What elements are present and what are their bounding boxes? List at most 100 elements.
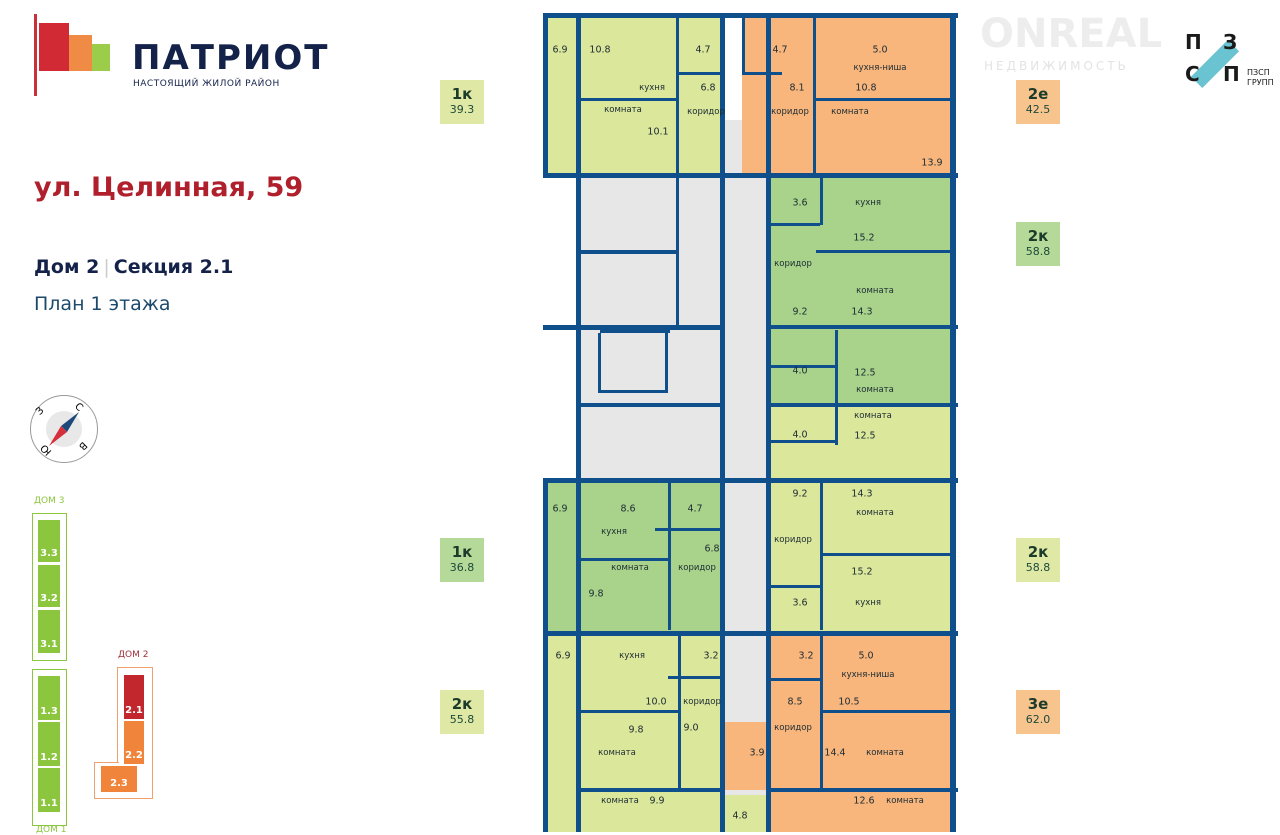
room-name: комната (866, 748, 904, 758)
wall (543, 633, 548, 832)
wall (770, 440, 835, 443)
apartment-type: 2к (1027, 543, 1049, 561)
room-area: 4.0 (792, 365, 808, 377)
wall (820, 175, 823, 225)
apartment-area: 62.0 (1025, 713, 1051, 726)
wall (742, 15, 745, 75)
room-area: 6.8 (704, 543, 720, 555)
room-area: 10.0 (645, 696, 667, 708)
apartment-type: 2к (451, 695, 473, 713)
compass-needle (49, 412, 79, 446)
room-name: кухня (855, 598, 881, 608)
section-2-3[interactable]: 2.3 (101, 766, 137, 792)
apartment-area: 42.5 (1025, 103, 1051, 116)
public-corridor[interactable] (722, 120, 768, 832)
wall (668, 676, 722, 679)
room-name: коридор (774, 259, 812, 269)
section-3-3[interactable]: 3.3 (38, 520, 60, 562)
apartment-area: 39.3 (449, 103, 475, 116)
wall (578, 788, 722, 792)
wall (598, 390, 668, 393)
section-1-2[interactable]: 1.2 (38, 722, 60, 766)
room-name: кухня-ниша (841, 670, 895, 680)
wall (665, 333, 668, 393)
apartment-area: 58.8 (1025, 245, 1051, 258)
room-area: 9.0 (683, 722, 699, 734)
wall (543, 173, 958, 178)
apartment-2e-42[interactable] (742, 15, 952, 175)
room-name: комната (886, 796, 924, 806)
apartment-2k-55[interactable] (545, 633, 722, 832)
room-area: 14.4 (824, 747, 846, 759)
wall (578, 403, 722, 407)
room-area: 13.9 (921, 157, 943, 169)
section-2-1[interactable]: 2.1 (124, 675, 144, 719)
apartment-type: 3е (1027, 695, 1049, 713)
room-area: 12.5 (854, 367, 876, 379)
room-name: комната (611, 563, 649, 573)
section-3-2[interactable]: 3.2 (38, 565, 60, 607)
room-area: 4.7 (695, 44, 711, 56)
house-section: Дом 2|Секция 2.1 (34, 256, 233, 278)
room-name: комната (856, 508, 894, 518)
room-area: 8.1 (789, 82, 805, 94)
wall (950, 13, 956, 832)
apartment-2k-58-lower[interactable] (768, 405, 952, 633)
wall (742, 72, 782, 75)
wall (720, 13, 725, 183)
room-area: 9.9 (649, 795, 665, 807)
section-3-1[interactable]: 3.1 (38, 610, 60, 653)
room-area: 12.6 (853, 795, 875, 807)
room-area: 5.0 (858, 650, 874, 662)
room-area: 6.9 (552, 503, 568, 515)
room-area: 3.2 (703, 650, 719, 662)
wall (816, 98, 952, 101)
apartment-1k-36[interactable] (545, 480, 722, 633)
room-area: 9.2 (792, 488, 808, 500)
section-1-1[interactable]: 1.1 (38, 768, 60, 812)
apartment-1k-39[interactable] (545, 15, 723, 175)
wall (580, 558, 670, 561)
developer-logo: П З С П ПЗСП ГРУПП (1185, 30, 1274, 89)
dom1-label: ДОМ 1 (36, 825, 67, 835)
room-area: 9.8 (588, 588, 604, 600)
room-name: коридор (687, 107, 725, 117)
apartment-3e-62[interactable] (768, 633, 952, 832)
section-1-3[interactable]: 1.3 (38, 676, 60, 720)
room-name: кухня (639, 83, 665, 93)
room-area: 9.8 (628, 724, 644, 736)
room-name: кухня (619, 651, 645, 661)
bathroom-2k-55[interactable] (722, 795, 768, 832)
wall (578, 250, 678, 254)
room-area: 6.9 (555, 650, 571, 662)
section-2-2[interactable]: 2.2 (124, 721, 144, 764)
wall (676, 15, 679, 175)
compass-icon: С В Ю З (30, 395, 98, 463)
wall (580, 710, 678, 713)
wall (835, 405, 838, 445)
apartment-area: 36.8 (449, 561, 475, 574)
room-area: 5.0 (872, 44, 888, 56)
wall (768, 325, 958, 329)
section-label: Секция 2.1 (113, 256, 234, 278)
apartment-type: 2к (1027, 227, 1049, 245)
dom3-label: ДОМ 3 (34, 496, 65, 506)
wall (720, 175, 725, 832)
room-name: кухня (855, 198, 881, 208)
wardrobe-3e[interactable] (725, 722, 768, 790)
room-name: кухня (601, 527, 627, 537)
wall (543, 13, 548, 178)
room-area: 3.6 (792, 197, 808, 209)
room-area: 3.9 (749, 747, 765, 759)
room-area: 12.5 (854, 430, 876, 442)
apartment-area: 55.8 (449, 713, 475, 726)
wall (816, 250, 952, 253)
room-area: 14.3 (851, 488, 873, 500)
